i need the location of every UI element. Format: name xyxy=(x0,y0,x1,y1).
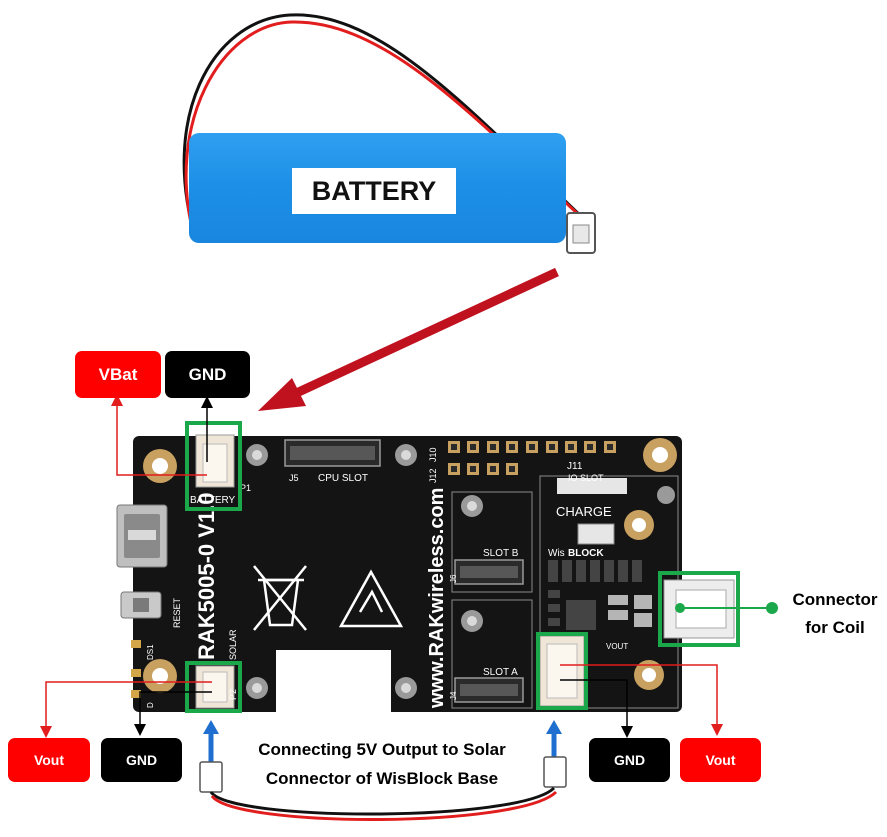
coil-note-line2: for Coil xyxy=(805,618,865,637)
silk-cpu-slot: CPU SLOT xyxy=(318,473,368,484)
silk-j5: J5 xyxy=(289,473,299,483)
gnd-right-tag: GND xyxy=(589,738,670,782)
silk-reset: RESET xyxy=(172,597,182,628)
silk-battery: BATTERY xyxy=(190,495,236,506)
coil-note: Connector for Coil xyxy=(780,586,887,642)
silk-j4: J4 xyxy=(449,691,458,700)
silk-j6: J6 xyxy=(449,574,458,583)
silk-p2: P2 xyxy=(228,689,238,700)
silk-slot-a: SLOT A xyxy=(483,667,518,678)
board-name: RAK5005-0 V1.0 xyxy=(194,492,219,660)
solar-note: Connecting 5V Output to Solar Connector … xyxy=(232,735,532,793)
silk-wis: Wis xyxy=(548,548,565,559)
silk-j10: J10 xyxy=(428,447,438,462)
gnd-top-tag: GND xyxy=(165,351,250,398)
solar-note-line2: Connector of WisBlock Base xyxy=(265,769,499,788)
vbat-tag: VBat xyxy=(75,351,161,398)
silk-j11: J11 xyxy=(567,461,583,472)
highlight-battery-connector xyxy=(185,421,242,511)
silk-d: D xyxy=(146,702,155,708)
silk-j12: J12 xyxy=(428,468,438,483)
solar-note-line1: Connecting 5V Output to Solar xyxy=(258,740,506,759)
silk-io-slot: IO SLOT xyxy=(568,473,604,483)
gnd-left-tag: GND xyxy=(101,738,182,782)
silk-solar: SOLAR xyxy=(228,629,238,660)
silk-p1: P1 xyxy=(240,483,251,493)
silk-vout: VOUT xyxy=(606,642,628,651)
silk-ds1: DS1 xyxy=(146,644,155,660)
silk-slot-b: SLOT B xyxy=(483,548,519,559)
board-website: www.RAKwireless.com xyxy=(426,488,448,709)
vout-left-tag: Vout xyxy=(8,738,90,782)
coil-note-line1: Connector xyxy=(792,590,878,609)
highlight-output-connector xyxy=(536,632,588,710)
silk-charge: CHARGE xyxy=(556,504,612,519)
battery-label: BATTERY xyxy=(292,168,456,214)
silk-block: BLOCK xyxy=(568,548,604,559)
highlight-solar-connector xyxy=(185,661,242,713)
vout-right-tag: Vout xyxy=(680,738,761,782)
